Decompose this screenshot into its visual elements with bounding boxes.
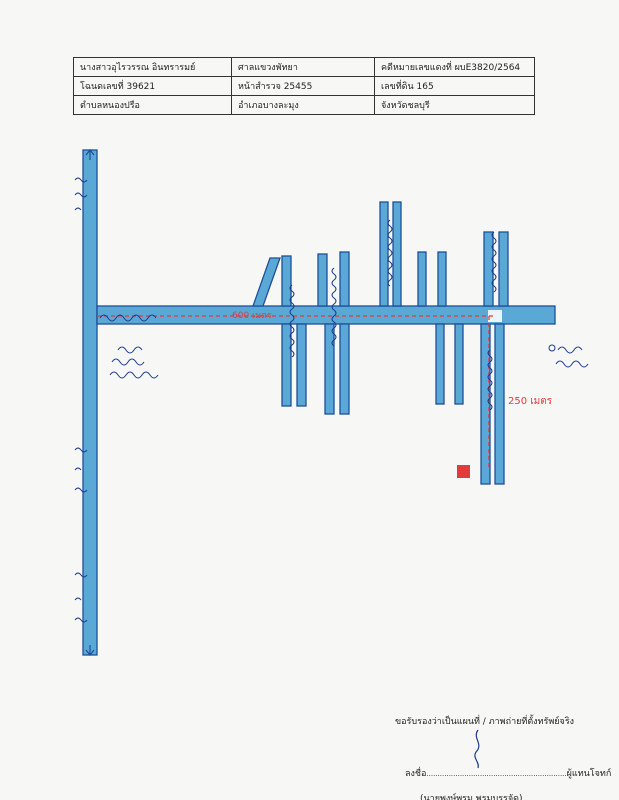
soi-north-diagonal	[252, 257, 281, 307]
label-main-road-north	[74, 177, 88, 211]
road-arrows	[85, 149, 95, 656]
soi-north-3	[339, 251, 350, 307]
certification-block: ขอรับรองว่าเป็นแผนที่ / ภาพถ่ายที่ตั้งทร…	[395, 714, 605, 728]
district: อำเภอบางละมุง	[231, 95, 375, 115]
sign-dots: ........................................…	[426, 770, 567, 778]
soi-north-9	[498, 231, 509, 307]
signature-line: ลงชื่อ..................................…	[405, 766, 615, 780]
soi-north-7	[437, 251, 447, 307]
certification-statement: ขอรับรองว่าเป็นแผนที่ / ภาพถ่ายที่ตั้งทร…	[395, 717, 575, 727]
signer-role: ผู้แทนโจทก์	[566, 769, 612, 779]
info-row-location: ตำบลหนองปรือ อำเภอบางละมุง จังหวัดชลบุรี	[73, 95, 535, 115]
soi-south-3	[324, 323, 335, 415]
label-soi-1	[289, 284, 295, 358]
soi-south-4	[339, 323, 350, 415]
horizontal-road	[96, 305, 556, 325]
subdistrict: ตำบลหนองปรือ	[73, 95, 232, 115]
label-soi-2	[331, 267, 337, 347]
property-marker	[457, 465, 470, 478]
soi-north-4	[379, 201, 389, 307]
label-landmark	[109, 346, 159, 379]
soi-north-6	[417, 251, 427, 307]
label-main-road-south	[74, 572, 88, 623]
distance-west-label: 600 เมตร	[232, 311, 272, 321]
signer-name-text: (นายพงษ์พรม พรมบรรจัด)	[420, 794, 523, 800]
label-soi-5	[487, 349, 493, 411]
case-info-table: นางสาวอุไรวรรณ อินทรารมย์ ศาลแขวงพัทยา ค…	[73, 57, 535, 115]
soi-south-8	[494, 323, 505, 485]
distance-south-label: 250 เมตร	[508, 396, 553, 407]
soi-north-8	[483, 231, 494, 307]
landmark-east-icon	[548, 344, 556, 352]
soi-south-2	[296, 323, 307, 407]
label-soi-3	[387, 219, 393, 287]
label-horizontal-road	[99, 314, 157, 322]
signature-mark	[474, 729, 480, 769]
sign-label: ลงชื่อ	[405, 769, 427, 779]
province: จังหวัดชลบุรี	[374, 95, 535, 115]
road-network	[82, 149, 556, 656]
junction	[488, 310, 502, 322]
soi-south-5	[435, 323, 445, 405]
soi-north-1	[281, 255, 292, 307]
soi-north-2	[317, 253, 328, 307]
signer-name: (นายพงษ์พรม พรมบรรจัด)	[420, 791, 600, 800]
arrow-south-icon	[85, 645, 95, 656]
arrow-north-icon	[85, 149, 95, 160]
soi-north-5	[392, 201, 402, 307]
label-main-road-mid	[74, 447, 88, 493]
route-line	[97, 315, 495, 470]
main-road-sukhumvit	[82, 149, 98, 656]
info-row-owner: นางสาวอุไรวรรณ อินทรารมย์ ศาลแขวงพัทยา ค…	[73, 57, 535, 77]
handwritten-labels	[74, 177, 589, 623]
soi-south-6	[454, 323, 464, 405]
soi-south-1	[281, 323, 292, 407]
label-landmark-east	[555, 346, 589, 368]
label-soi-4	[491, 231, 497, 293]
